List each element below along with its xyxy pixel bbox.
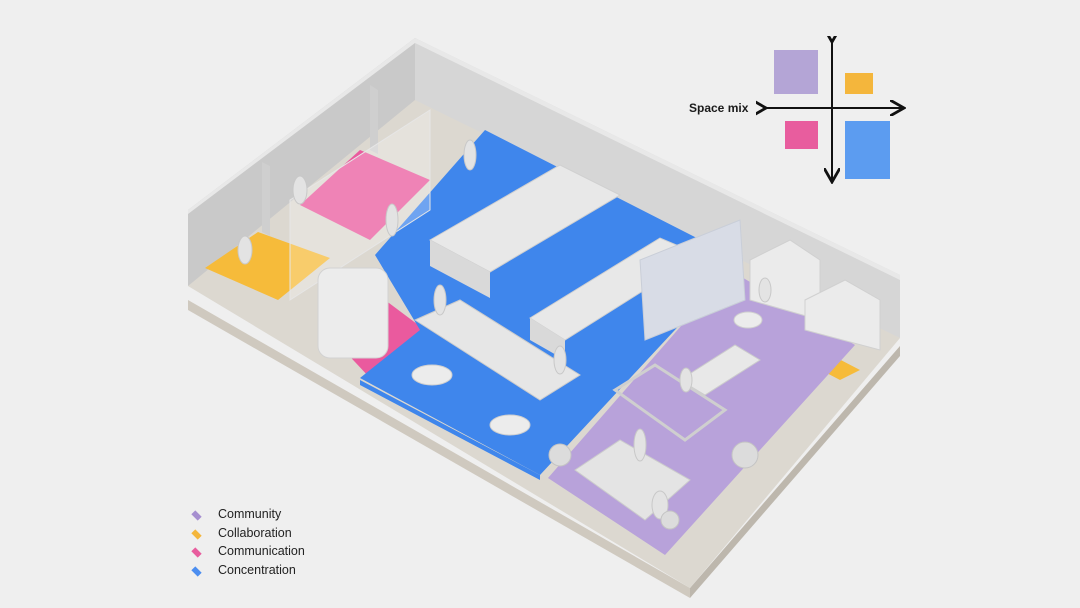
plants [548,441,759,530]
quadrant-concentration [845,121,890,179]
quadrant-communication [785,121,818,149]
desk-row-1-front [430,240,490,298]
round-table-1 [411,364,453,386]
people [237,139,772,520]
quadrant-community [774,50,818,94]
space-mix-quadrant [756,36,906,184]
shelving-unit [612,363,728,442]
floor-base-front [188,300,690,598]
round-table-3 [733,311,763,329]
acoustic-screen [639,219,746,341]
zone-collaboration-room [205,232,330,300]
partition-wall-1 [262,162,270,236]
legend-label: Community [218,507,282,521]
legend-label: Communication [218,544,305,559]
glass-partition [289,109,431,301]
phone-booth [317,267,389,359]
back-wall-left [188,38,415,286]
space-mix-label: Space mix [689,101,749,115]
round-table-2 [489,414,531,436]
floor-base-side [690,346,900,598]
legend-label: Collaboration [218,525,292,540]
quadrant-collaboration [845,73,873,94]
community-table [679,344,761,396]
legend-label: Concentration [218,563,296,578]
zone-concentration-lower [360,380,540,480]
partition-wall-2 [370,85,378,154]
zone-communication-room [300,150,430,240]
hut-2 [804,279,881,351]
zone-concentration [360,130,740,475]
